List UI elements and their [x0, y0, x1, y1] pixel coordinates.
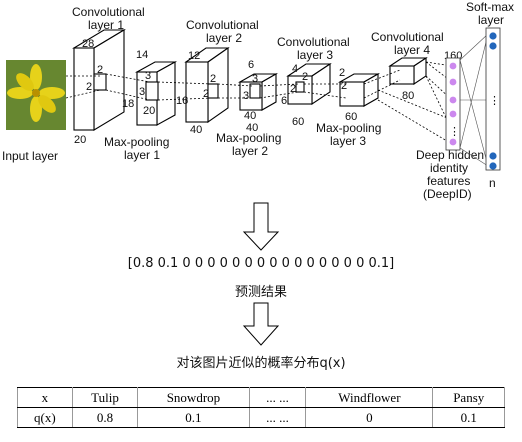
deepid-dots: ⋮	[449, 126, 460, 138]
conv1-label-line2: layer 1	[88, 18, 124, 32]
pool3-dim-k1: 2	[339, 67, 345, 79]
pool2-dim-k2: 3	[243, 90, 249, 102]
table-header-cell: Snowdrop	[137, 387, 250, 408]
conv2-label-line1: Convolutional	[186, 18, 259, 32]
connection-lines	[65, 61, 453, 145]
conv1-dim-depth: 20	[74, 134, 86, 146]
table-header-cell: ... ...	[248, 387, 307, 408]
pool2-dim-depth: 40	[246, 122, 258, 134]
pool3-dim-depth: 60	[345, 111, 357, 123]
deepid-label-line3: features	[427, 174, 470, 188]
pool3-label-line1: Max-pooling	[316, 121, 381, 135]
input-image	[6, 60, 66, 130]
prediction-caption: 预测结果	[234, 285, 287, 300]
pool1-dim-k1: 3	[145, 70, 151, 82]
table-header-cell: x	[17, 387, 73, 408]
table-header-cell: Pansy	[432, 387, 505, 408]
down-arrow-2	[242, 302, 280, 346]
input-layer-label: Input layer	[2, 149, 58, 163]
cnn-architecture-diagram: Input layer Convolutional layer 1 28 2 2…	[2, 0, 514, 251]
softmax-label-line2: layer	[478, 13, 504, 27]
table-row: q(x) 0.8 0.1 ... ... 0 0.1	[17, 407, 505, 428]
conv1-dim-k2: 2	[86, 81, 92, 93]
deepid-label-line4: (DeepID)	[423, 187, 472, 201]
conv3-dim-h: 4	[292, 63, 298, 75]
conv3-dim-depth: 60	[292, 116, 304, 128]
pool2-dim-k1: 3	[252, 73, 258, 85]
conv2-dim-depth: 40	[190, 124, 202, 136]
table-cell: ... ...	[248, 407, 307, 428]
softmax-n-label: n	[489, 176, 496, 190]
conv4-dim-80: 80	[402, 90, 414, 102]
conv1-dim-h: 28	[82, 38, 94, 50]
conv2-dim-w: 16	[176, 95, 188, 107]
conv2-label-line2: layer 2	[206, 31, 242, 45]
pool1-dim-depth: 20	[143, 105, 155, 117]
table-cell: 0.8	[71, 407, 139, 428]
deepid-layer: ⋮	[445, 57, 461, 151]
table-header-cell: Tulip	[71, 387, 139, 408]
conv2-dim-k1: 2	[210, 73, 216, 85]
deepid-label-line1: Deep hidden	[416, 148, 484, 162]
probability-table: x Tulip Snowdrop ... ... Windflower Pans…	[17, 387, 505, 428]
conv4-block	[388, 56, 428, 86]
pool2-label-line1: Max-pooling	[216, 131, 281, 145]
conv2-dim-k2: 2	[203, 88, 209, 100]
conv3-dim-w: 6	[281, 95, 287, 107]
conv2-block	[184, 46, 230, 124]
distribution-caption: 对该图片近似的概率分布q(x)	[176, 356, 346, 371]
softmax-dots: ⋮	[489, 95, 500, 107]
pool3-label-line2: layer 3	[330, 134, 366, 148]
prediction-vector: [0.8 0.1 0 0 0 0 0 0 0 0 0 0 0 0 0 0 0 0…	[127, 256, 395, 271]
table-header-row: x Tulip Snowdrop ... ... Windflower Pans…	[17, 387, 505, 408]
conv4-label-line1: Convolutional	[371, 30, 444, 44]
conv1-block	[72, 29, 126, 131]
pool2-dim-w: 40	[244, 110, 256, 122]
table-cell: 0	[305, 407, 434, 428]
pool1-block	[134, 61, 178, 126]
pool1-label-line2: layer 1	[124, 148, 160, 162]
down-arrow-1	[242, 202, 280, 251]
deepid-label-line2: identity	[430, 161, 468, 175]
table-header-cell: Windflower	[305, 387, 434, 408]
pool3-block	[337, 73, 381, 107]
pool2-dim-h: 6	[248, 59, 254, 71]
conv3-label-line2: layer 3	[297, 48, 333, 62]
conv1-dim-k1: 2	[97, 64, 103, 76]
conv4-label-line2: layer 4	[394, 43, 430, 57]
conv3-dim-k1: 2	[302, 71, 308, 83]
conv2-dim-h: 12	[188, 50, 200, 62]
table-cell: 0.1	[137, 407, 250, 428]
conv3-dim-k2: 2	[290, 83, 296, 95]
softmax-connections	[459, 33, 489, 167]
pool1-dim-w: 18	[122, 98, 134, 110]
pool3-dim-k2: 2	[341, 80, 347, 92]
conv1-label-line1: Convolutional	[72, 5, 145, 19]
pool1-dim-h: 14	[136, 49, 148, 61]
conv3-label-line1: Convolutional	[277, 35, 350, 49]
pool1-label-line1: Max-pooling	[104, 135, 169, 149]
table-cell: q(x)	[17, 407, 73, 428]
softmax-layer: ⋮	[485, 27, 501, 171]
pool2-label-line2: layer 2	[232, 144, 268, 158]
pool1-dim-k2: 3	[139, 86, 145, 98]
softmax-label-line1: Soft-max	[466, 0, 514, 14]
table-cell: 0.1	[432, 407, 505, 428]
pool2-block	[237, 73, 279, 111]
